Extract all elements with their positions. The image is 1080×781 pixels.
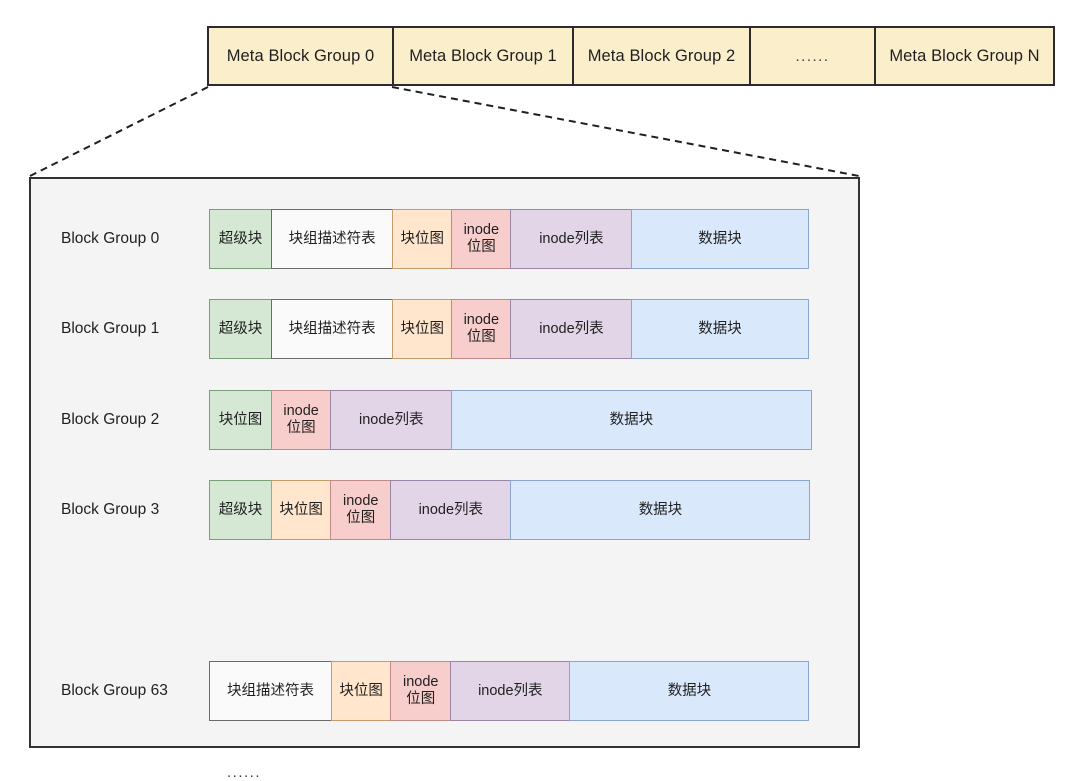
segment-inode-bitmap[interactable]: inode 位图 xyxy=(450,299,512,359)
segment-data-blocks[interactable]: 数据块 xyxy=(569,661,810,721)
block-group-track: 超级块 块位图 inode 位图 inode列表 数据块 xyxy=(209,480,811,540)
block-group-track: 块位图 inode 位图 inode列表 数据块 xyxy=(209,390,812,450)
block-group-label: Block Group 63 xyxy=(61,682,168,699)
segment-inode-bitmap[interactable]: inode 位图 xyxy=(450,209,512,269)
segment-inode-bitmap[interactable]: inode 位图 xyxy=(390,661,452,721)
segment-block-bitmap[interactable]: 块位图 xyxy=(209,390,272,450)
meta-block-group-0[interactable]: Meta Block Group 0 xyxy=(209,28,394,84)
block-group-label: Block Group 3 xyxy=(61,501,160,518)
connector-line-left xyxy=(29,86,209,177)
segment-data-blocks[interactable]: 数据块 xyxy=(631,209,810,269)
meta-block-group-1[interactable]: Meta Block Group 1 xyxy=(394,28,574,84)
segment-block-bitmap[interactable]: 块位图 xyxy=(330,661,392,721)
segment-group-descriptors[interactable]: 块组描述符表 xyxy=(270,299,394,359)
segment-block-bitmap[interactable]: 块位图 xyxy=(392,209,453,269)
meta-block-group-detail-panel: Block Group 0 超级块 块组描述符表 块位图 inode 位图 in… xyxy=(29,177,860,781)
block-group-track: 块组描述符表 块位图 inode 位图 inode列表 数据块 xyxy=(209,661,810,721)
segment-inode-table[interactable]: inode列表 xyxy=(510,209,633,269)
meta-block-group-strip: Meta Block Group 0 Meta Block Group 1 Me… xyxy=(207,26,1055,86)
segment-block-bitmap[interactable]: 块位图 xyxy=(392,299,453,359)
segment-superblock[interactable]: 超级块 xyxy=(209,480,272,540)
segment-data-blocks[interactable]: 数据块 xyxy=(631,299,810,359)
block-group-track: 超级块 块组描述符表 块位图 inode 位图 inode列表 数据块 xyxy=(209,209,810,269)
segment-inode-table[interactable]: inode列表 xyxy=(449,661,571,721)
block-group-rows-ellipsis: ...... xyxy=(227,764,262,781)
meta-block-group-2[interactable]: Meta Block Group 2 xyxy=(574,28,751,84)
meta-block-group-n[interactable]: Meta Block Group N xyxy=(876,28,1053,84)
meta-block-group-ellipsis: ...... xyxy=(751,28,876,84)
segment-group-descriptors[interactable]: 块组描述符表 xyxy=(270,209,394,269)
segment-inode-table[interactable]: inode列表 xyxy=(330,390,453,450)
block-group-label: Block Group 0 xyxy=(61,230,160,247)
segment-superblock[interactable]: 超级块 xyxy=(209,209,272,269)
segment-data-blocks[interactable]: 数据块 xyxy=(510,480,811,540)
segment-superblock[interactable]: 超级块 xyxy=(209,299,272,359)
segment-data-blocks[interactable]: 数据块 xyxy=(450,390,812,450)
connector-line-right xyxy=(391,86,860,177)
segment-inode-bitmap[interactable]: inode 位图 xyxy=(270,390,332,450)
segment-inode-table[interactable]: inode列表 xyxy=(510,299,633,359)
segment-block-bitmap[interactable]: 块位图 xyxy=(270,480,332,540)
block-group-label: Block Group 1 xyxy=(61,320,160,337)
segment-inode-bitmap[interactable]: inode 位图 xyxy=(330,480,392,540)
block-group-label: Block Group 2 xyxy=(61,411,160,428)
segment-group-descriptors[interactable]: 块组描述符表 xyxy=(209,661,332,721)
segment-inode-table[interactable]: inode列表 xyxy=(389,480,512,540)
block-group-track: 超级块 块组描述符表 块位图 inode 位图 inode列表 数据块 xyxy=(209,299,810,359)
